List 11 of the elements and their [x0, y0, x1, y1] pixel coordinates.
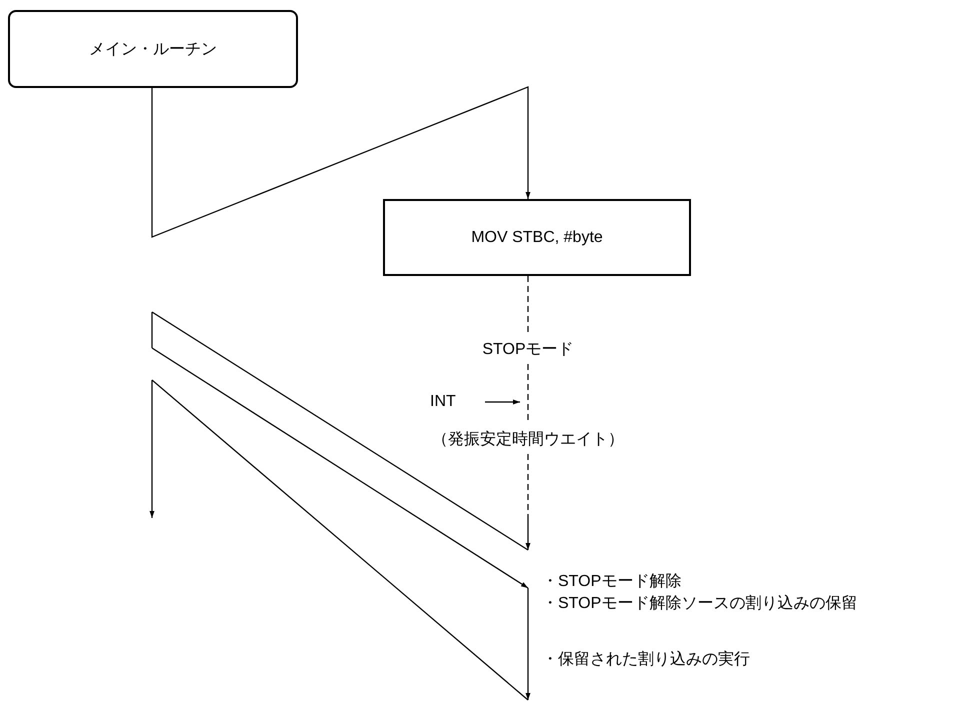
- node-text: メイン・ルーチン: [89, 40, 217, 60]
- routine-box: [8, 10, 298, 88]
- node-text: MOV STBC, #byte: [471, 228, 603, 246]
- note-text: （発振安定時間ウエイト）: [432, 430, 624, 450]
- instruction-box: [383, 199, 691, 276]
- note-text: ・STOPモード解除ソースの割り込みの保留: [542, 594, 858, 614]
- state-label: STOPモード: [482, 340, 574, 360]
- signal-label: INT: [430, 392, 456, 412]
- note-text: ・STOPモード解除: [542, 572, 682, 592]
- arrow: [151, 86, 530, 238]
- note-text: ・保留された割り込みの実行: [542, 650, 750, 670]
